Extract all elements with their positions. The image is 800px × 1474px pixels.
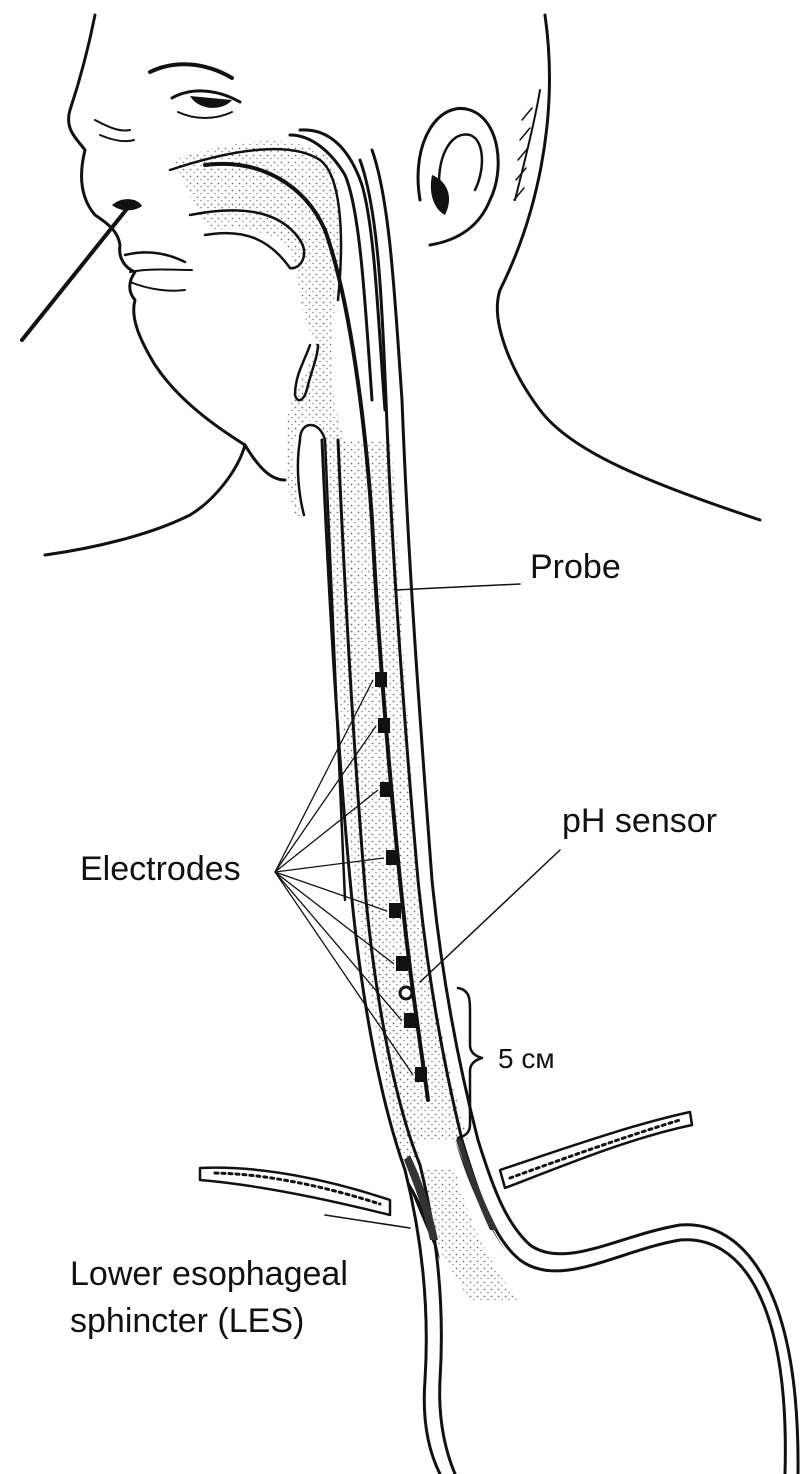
electrode-leader-4 bbox=[274, 857, 385, 873]
electrode-leader-3 bbox=[274, 789, 379, 873]
probe-leader-line bbox=[394, 583, 521, 591]
electrode-leader-8 bbox=[274, 871, 414, 1076]
electrode-leader-7 bbox=[274, 871, 403, 1022]
distance-brace bbox=[456, 986, 484, 1140]
ph-sensor-leader-line bbox=[419, 849, 561, 983]
probe-catheter bbox=[203, 161, 430, 1102]
probe-label: Probe bbox=[530, 548, 621, 586]
nasal-probe-tail bbox=[20, 203, 132, 342]
electrode-8 bbox=[415, 1067, 427, 1082]
electrode-6 bbox=[396, 956, 408, 971]
diaphragm bbox=[198, 1110, 694, 1217]
electrode-leader-lines bbox=[274, 679, 414, 1076]
ph-sensor-marker bbox=[398, 985, 414, 1001]
esophagus bbox=[320, 148, 480, 1172]
electrode-leader-1 bbox=[274, 679, 374, 873]
electrode-2 bbox=[378, 718, 390, 733]
stomach bbox=[403, 1138, 800, 1474]
les-label-line2: sphincter (LES) bbox=[70, 1302, 304, 1340]
electrode-leader-2 bbox=[274, 725, 377, 873]
electrode-7 bbox=[404, 1013, 416, 1028]
les-label-line1: Lower esophageal bbox=[70, 1255, 348, 1293]
electrode-4 bbox=[386, 850, 398, 865]
pharynx-cavity bbox=[168, 128, 420, 1160]
head-outline bbox=[43, 13, 762, 557]
electrodes-label: Electrodes bbox=[80, 850, 241, 888]
electrode-3 bbox=[380, 782, 392, 797]
electrode-5 bbox=[389, 903, 401, 918]
electrode-leader-5 bbox=[274, 871, 388, 912]
electrode-1 bbox=[375, 672, 387, 687]
electrode-leader-6 bbox=[274, 871, 395, 965]
les-muscle bbox=[404, 1135, 505, 1260]
leader-lines bbox=[324, 583, 561, 1229]
ph-sensor-label: pH sensor bbox=[562, 802, 717, 840]
electrodes bbox=[375, 672, 427, 1082]
les-leader-line bbox=[324, 1214, 411, 1229]
distance-label: 5 см bbox=[498, 1043, 555, 1074]
